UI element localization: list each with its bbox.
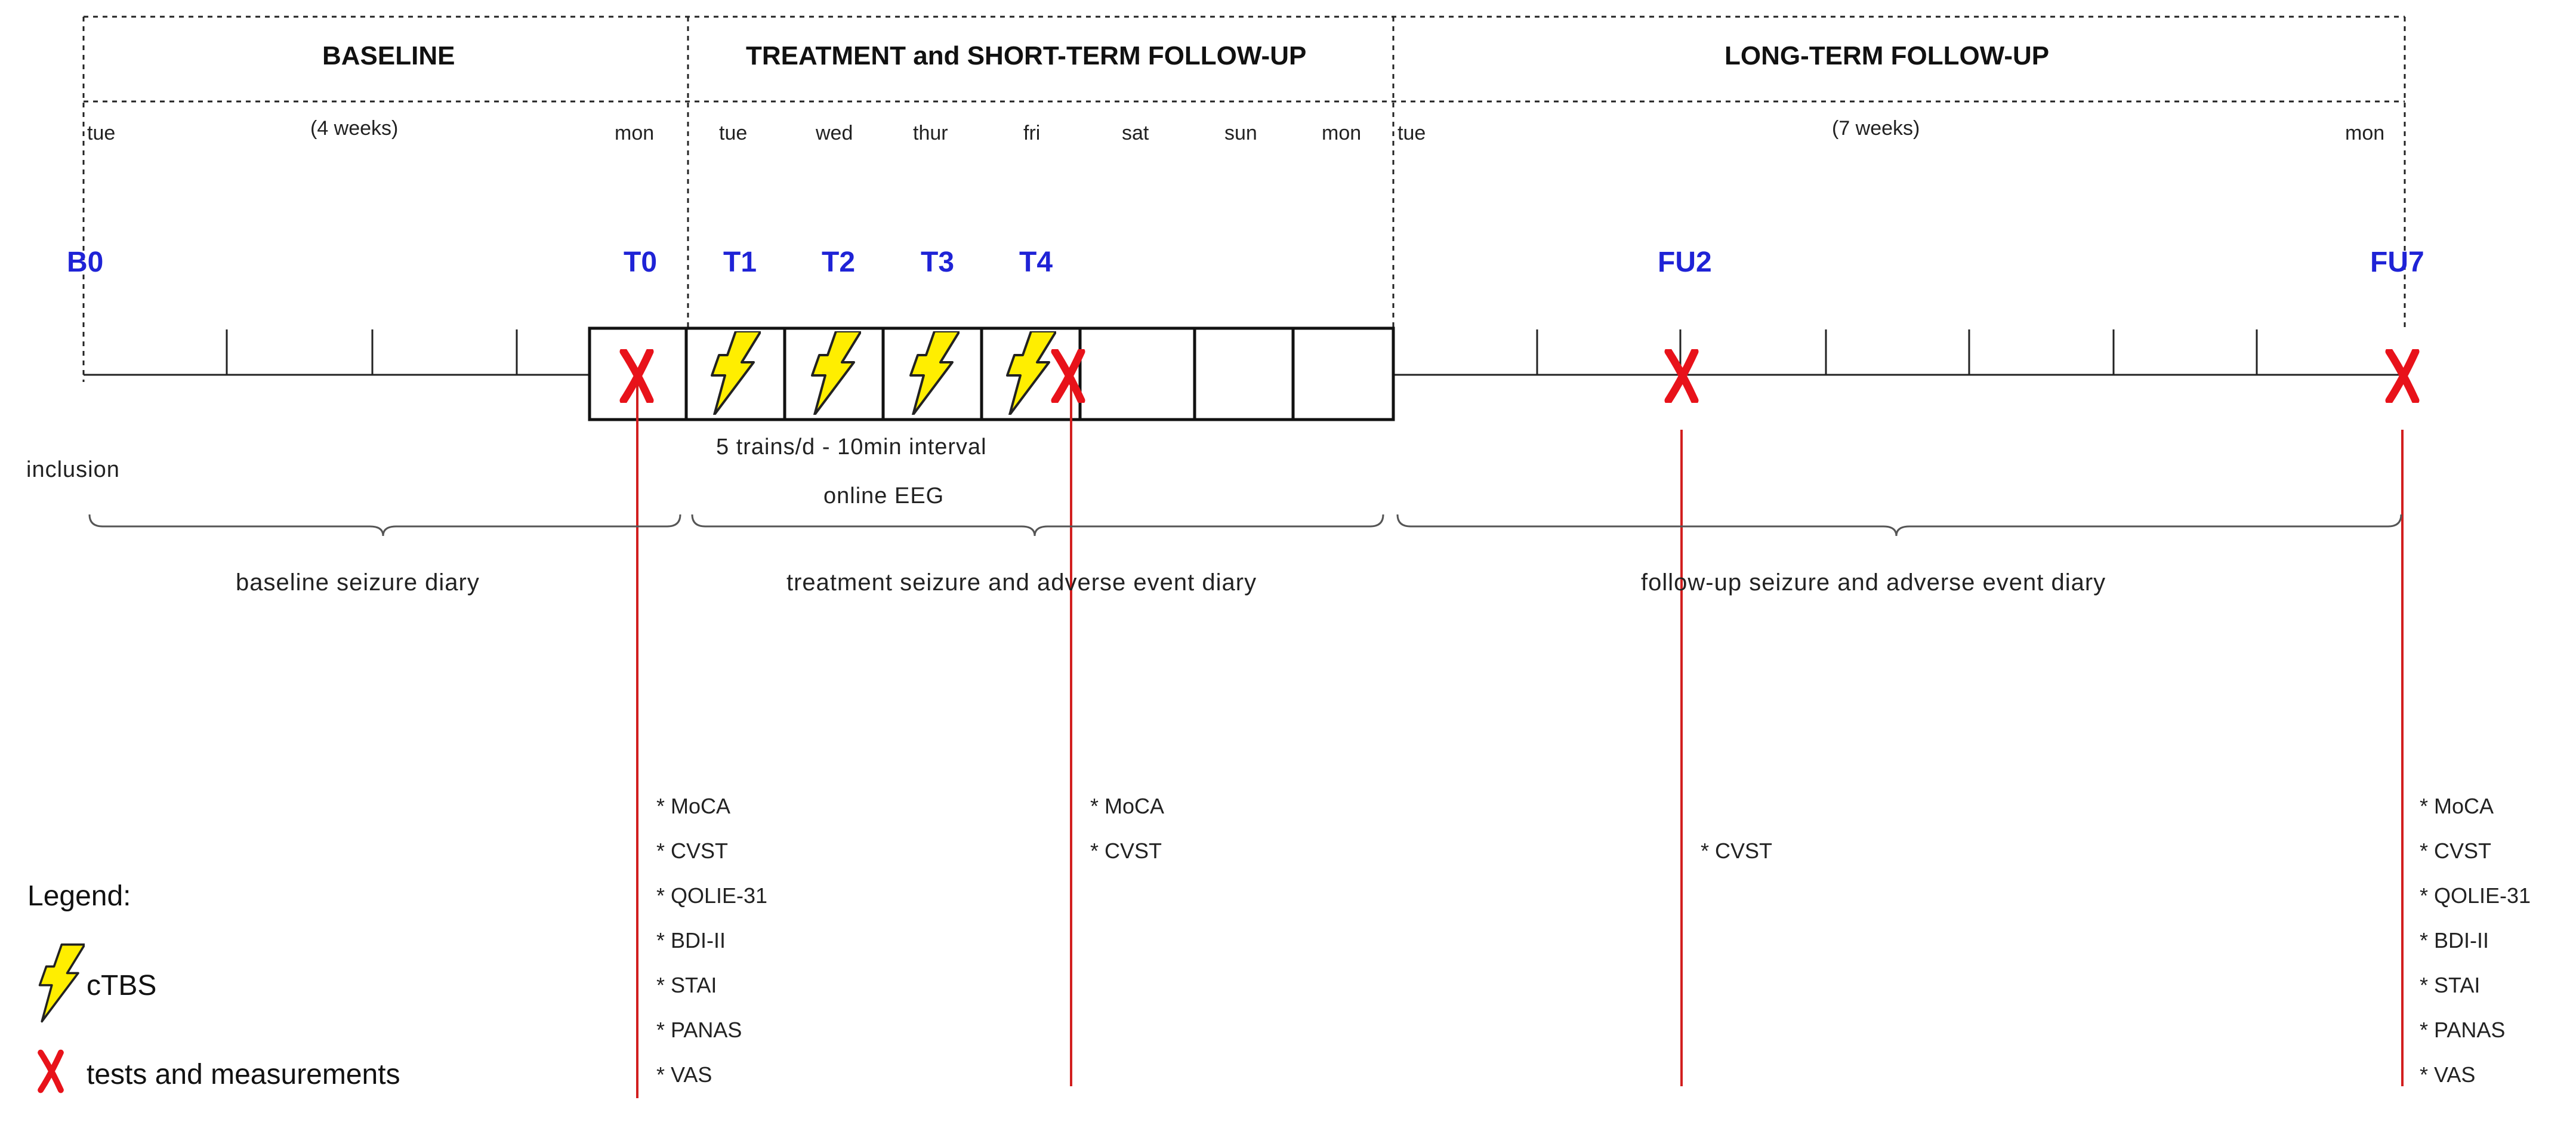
day-label: tue (1397, 122, 1426, 144)
legend-title: Legend: (27, 880, 131, 912)
legend-tests-label: tests and measurements (87, 1059, 400, 1090)
timeline-axis (84, 329, 2405, 376)
day-label: sat (1122, 122, 1149, 144)
eeg-label: online EEG (823, 483, 945, 509)
measurement-lines (636, 382, 2404, 1098)
day-label: thur (913, 122, 948, 144)
measurement-item: * PANAS (656, 1018, 742, 1042)
measurement-item: * MoCA (2420, 794, 2494, 818)
inclusion-label: inclusion (26, 457, 120, 482)
diary-label-followup: follow-up seizure and adverse event diar… (1641, 569, 2106, 596)
timepoint-label: T0 (624, 246, 658, 278)
measurement-item: * BDI-II (656, 928, 726, 953)
phase-header-box (82, 16, 2406, 382)
measurement-item: * MoCA (656, 794, 731, 818)
phase-label-treatment: TREATMENT and SHORT-TERM FOLLOW-UP (746, 41, 1307, 70)
day-label: mon (2345, 122, 2385, 144)
baseline-duration: (4 weeks) (310, 117, 399, 140)
day-label: mon (615, 122, 655, 144)
legend-bolt-icon (40, 945, 85, 1022)
timepoint-label: T4 (1019, 246, 1053, 278)
measurement-item: * CVST (656, 839, 729, 863)
day-label: wed (816, 122, 853, 144)
measurement-item: * STAI (656, 973, 717, 997)
measurement-item: * VAS (656, 1062, 712, 1087)
day-boxes (588, 326, 1395, 421)
test-crosses (41, 352, 2415, 1090)
legend-cross-icon (41, 1053, 61, 1090)
legend-ctbs-label: cTBS (87, 970, 157, 1001)
protocol-label: 5 trains/d - 10min interval (716, 434, 987, 460)
day-label: tue (87, 122, 116, 144)
measurement-item: * BDI-II (2420, 928, 2489, 953)
day-label: tue (719, 122, 748, 144)
measurement-item: * QOLIE-31 (656, 883, 768, 908)
measurement-item: * STAI (2420, 973, 2481, 997)
cross-icon (2389, 352, 2415, 400)
measurement-item: * QOLIE-31 (2420, 883, 2531, 908)
cross-icon (1668, 352, 1695, 400)
timepoint-label: T2 (822, 246, 856, 278)
measurement-item: * MoCA (1090, 794, 1165, 818)
phase-label-long-term: LONG-TERM FOLLOW-UP (1724, 41, 2050, 70)
day-label: sun (1224, 122, 1257, 144)
diary-label-baseline: baseline seizure diary (236, 569, 480, 596)
timepoint-label: T1 (723, 246, 757, 278)
longterm-duration: (7 weeks) (1832, 117, 1920, 140)
day-label: fri (1023, 122, 1041, 144)
timepoint-label: B0 (67, 246, 104, 278)
day-label: mon (1322, 122, 1362, 144)
timepoint-label: FU7 (2370, 246, 2424, 278)
diary-braces (88, 514, 2402, 537)
measurement-item: * CVST (2420, 839, 2492, 863)
measurement-item: * CVST (1701, 839, 1773, 863)
phase-label-baseline: BASELINE (322, 41, 455, 70)
measurement-item: * PANAS (2420, 1018, 2506, 1042)
timepoint-label: FU2 (1658, 246, 1712, 278)
measurement-item: * CVST (1090, 839, 1162, 863)
timepoint-label: T3 (921, 246, 955, 278)
diary-label-treatment: treatment seizure and adverse event diar… (786, 569, 1257, 596)
measurement-item: * VAS (2420, 1062, 2476, 1087)
